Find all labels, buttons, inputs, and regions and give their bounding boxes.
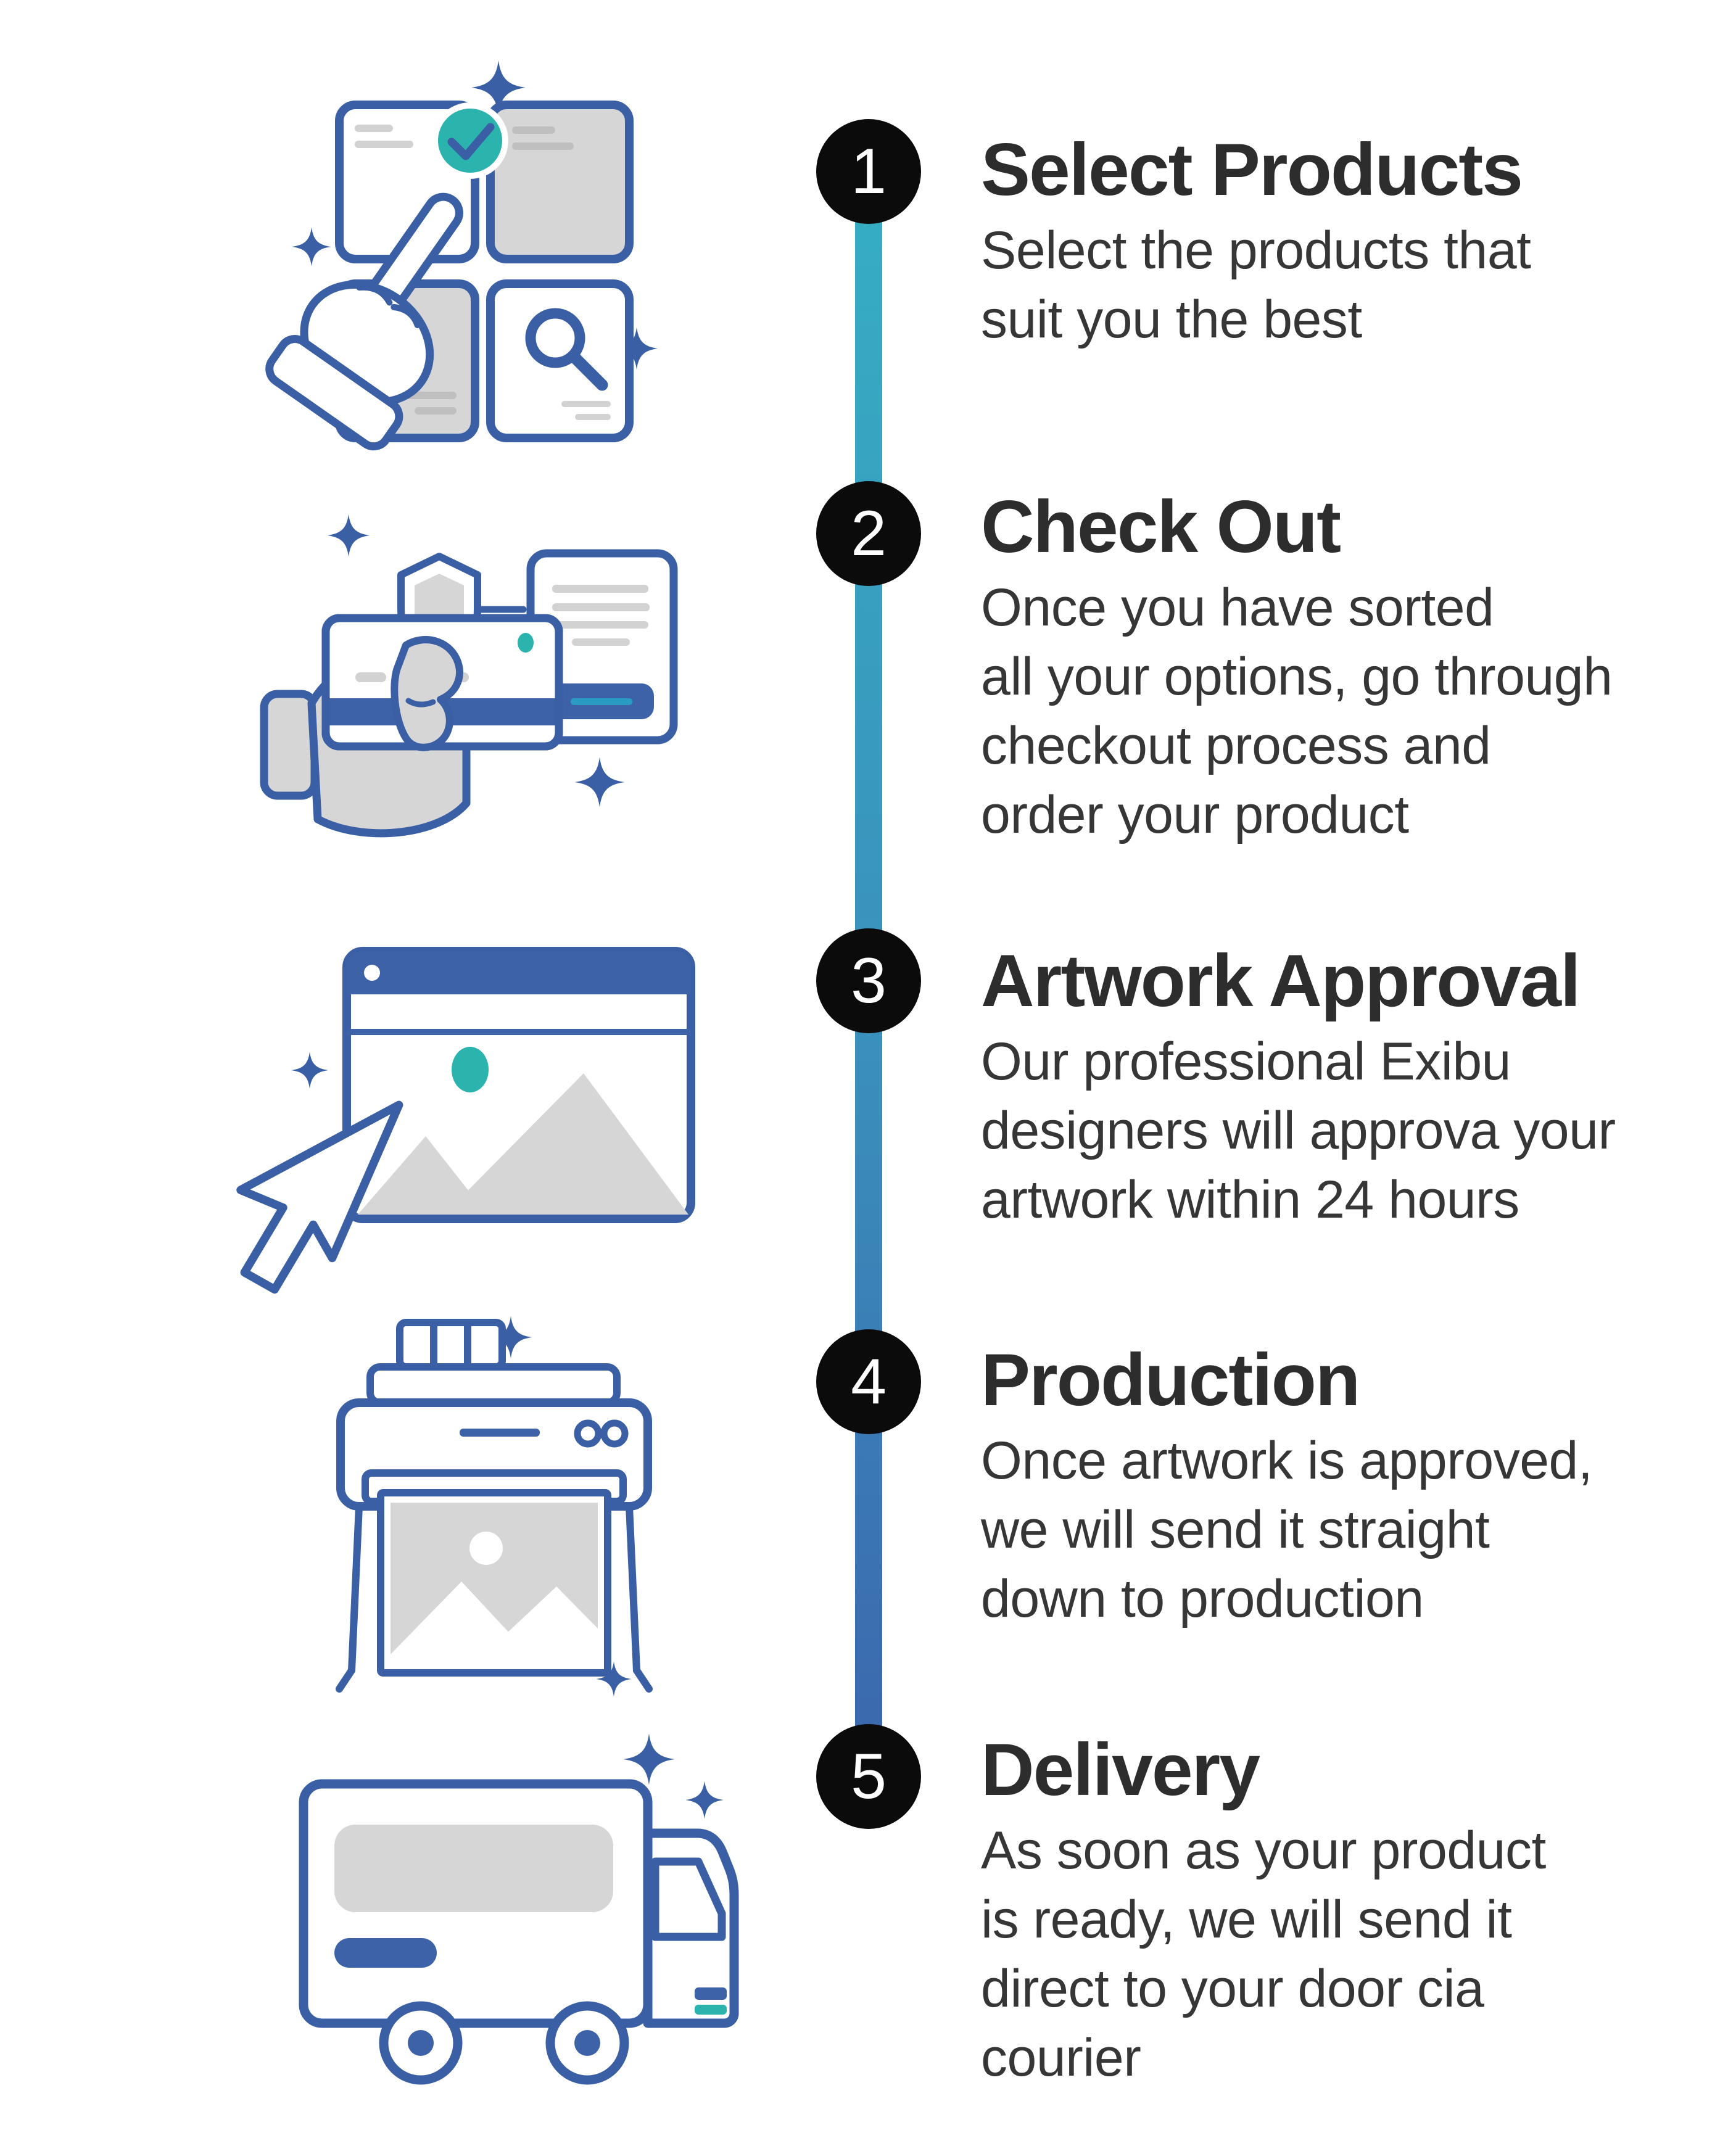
magnifier-icon — [525, 308, 608, 391]
step-4-description: Once artwork is approved, we will send i… — [981, 1431, 1593, 1628]
gripping-fingers — [391, 636, 463, 751]
step-5-description: As soon as your product is ready, we wil… — [981, 1821, 1546, 2087]
step-1-title: Select Products — [981, 128, 1523, 211]
cursor-arrow-icon — [236, 1100, 403, 1294]
hand-pointer-icon — [265, 192, 463, 451]
step-5-title: Delivery — [981, 1728, 1260, 1811]
delivery-truck-icon — [247, 1721, 739, 2116]
step-3-description: Our professional Exibu designers will ap… — [981, 1032, 1616, 1229]
timeline-node-3: 3 — [816, 928, 921, 1033]
printer-body — [336, 1319, 653, 1693]
step-3-title: Artwork Approval — [981, 939, 1581, 1022]
product-grid-selection-icon — [253, 43, 722, 451]
step-number: 2 — [851, 497, 887, 569]
step-4-text: Production Once artwork is approved, we … — [981, 1334, 1736, 1633]
truck-wheel — [379, 2001, 463, 2085]
sparkle-icon — [623, 1733, 724, 1819]
timeline-node-1: 1 — [816, 119, 921, 224]
printed-poster — [377, 1489, 611, 1677]
artwork-approval-icon — [236, 931, 722, 1294]
step-2-description: Once you have sorted all your options, g… — [981, 578, 1613, 844]
step-5-text: Delivery As soon as your product is read… — [981, 1723, 1736, 2092]
truck-body — [299, 1779, 653, 2028]
step-number: 5 — [851, 1740, 887, 1812]
receipt-document — [526, 549, 678, 745]
step-2-text: Check Out Once you have sorted all your … — [981, 481, 1736, 849]
step-4-title: Production — [981, 1339, 1360, 1421]
sparkle-icon — [489, 1316, 632, 1697]
timeline-node-4: 4 — [816, 1329, 921, 1434]
step-number: 4 — [851, 1345, 887, 1417]
step-1-description: Select the products that suit you the be… — [981, 221, 1531, 349]
checkout-payment-icon — [247, 487, 740, 882]
check-icon — [432, 102, 508, 179]
truck-cab — [643, 1828, 739, 2028]
browser-window — [342, 947, 695, 1223]
step-1-text: Select Products Select the products that… — [981, 123, 1736, 354]
product-card — [486, 101, 634, 263]
timeline-node-5: 5 — [816, 1724, 921, 1829]
step-number: 1 — [851, 135, 887, 207]
timeline-node-2: 2 — [816, 481, 921, 586]
truck-wheel — [545, 2001, 629, 2085]
image-placeholder — [358, 1047, 688, 1215]
step-2-title: Check Out — [981, 485, 1341, 568]
sparkle-icon — [292, 60, 658, 370]
product-card — [486, 279, 634, 442]
step-number: 3 — [851, 944, 887, 1017]
sparkle-icon — [327, 514, 625, 807]
production-printer-icon — [265, 1308, 722, 1702]
step-3-text: Artwork Approval Our professional Exibu … — [981, 935, 1736, 1234]
